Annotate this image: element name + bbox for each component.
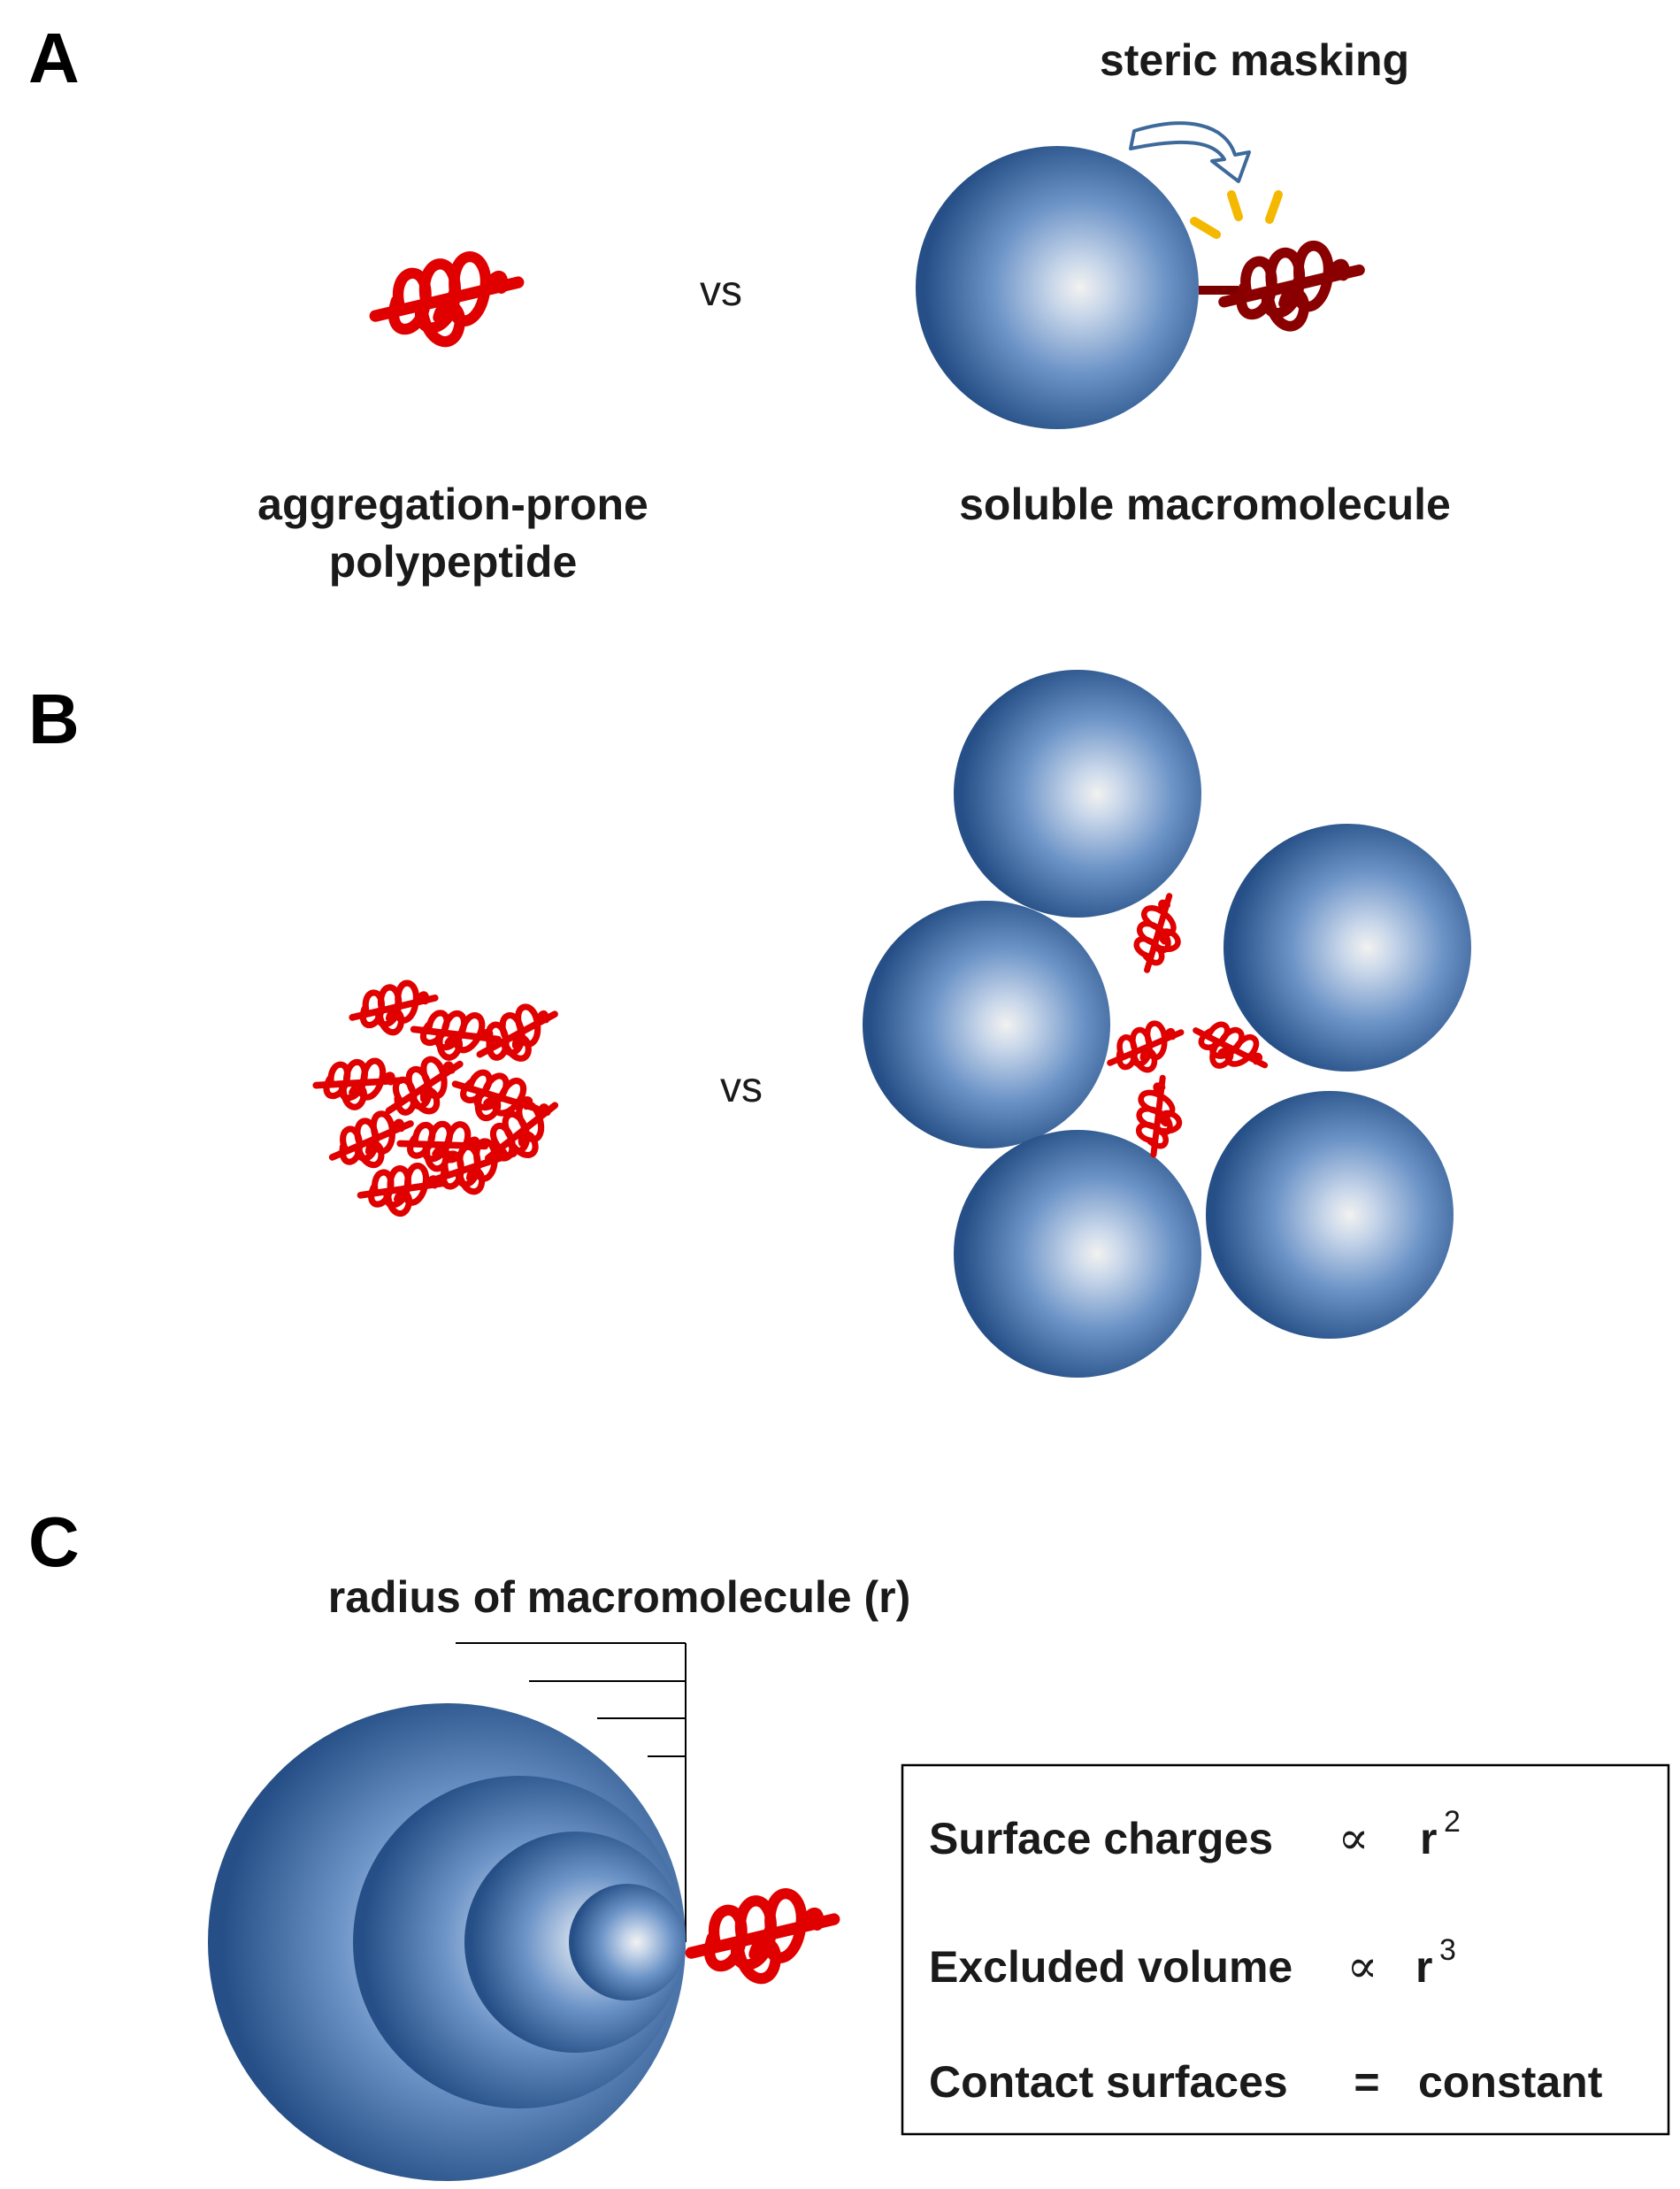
radius-label: radius of macromolecule (r) [328, 1572, 911, 1622]
crowder-sphere-left [863, 901, 1110, 1148]
relation-1-exponent: 2 [1444, 1805, 1461, 1839]
steric-masking-arrow-icon [1129, 121, 1251, 183]
relation-3-rhs: constant [1418, 2057, 1603, 2107]
panel-a: A vs steric masking aggregation-prone po… [28, 19, 1451, 587]
relation-1-lhs: Surface charges [929, 1814, 1273, 1863]
aggregation-prone-label-line2: polypeptide [329, 537, 578, 587]
panel-b-letter: B [28, 680, 80, 758]
relation-contact-surfaces: Contact surfaces = constant [929, 2057, 1603, 2107]
panel-b-vs-text: vs [720, 1064, 763, 1111]
aggregation-prone-label-line1: aggregation-prone [257, 480, 648, 529]
scaling-relations-box [901, 1763, 1670, 2136]
proportional-symbol-1: ∝ [1338, 1812, 1369, 1865]
relation-surface-charges: Surface charges ∝ r 2 [929, 1805, 1461, 1865]
equals-symbol: = [1354, 2057, 1379, 2107]
panel-a-letter: A [28, 19, 80, 97]
panel-c: C radius of macromolecule (r) Surface ch… [28, 1502, 1670, 2181]
steric-masking-label: steric masking [1100, 35, 1409, 85]
masking-rays [1190, 190, 1283, 239]
crowding-spheres [863, 670, 1471, 1378]
free-polypeptide-a [375, 257, 518, 342]
nested-spheres [208, 1703, 686, 2181]
crowder-sphere-bottom-left [954, 1130, 1201, 1378]
relation-2-lhs: Excluded volume [929, 1942, 1293, 1992]
proportional-symbol-2: ∝ [1346, 1940, 1377, 1993]
crowder-sphere-bottom-right [1206, 1091, 1454, 1339]
relation-1-rhs: r [1420, 1814, 1437, 1863]
soluble-macromolecule-label: soluble macromolecule [959, 480, 1451, 529]
panel-a-vs-text: vs [700, 268, 742, 315]
sphere-size-4 [569, 1884, 686, 2001]
relation-3-lhs: Contact surfaces [929, 2057, 1288, 2107]
panel-c-letter: C [28, 1502, 80, 1581]
crowder-sphere-right [1224, 824, 1471, 1071]
masked-polypeptide [1224, 246, 1360, 326]
crowder-sphere-top [954, 670, 1201, 918]
soluble-macromolecule-sphere [916, 146, 1199, 429]
bound-polypeptide-c [691, 1893, 834, 1978]
relation-2-rhs: r [1415, 1942, 1432, 1992]
relation-2-exponent: 3 [1439, 1933, 1456, 1967]
polypeptide-aggregate [313, 983, 569, 1217]
relation-excluded-volume: Excluded volume ∝ r 3 [929, 1933, 1456, 1993]
panel-b: B vs [28, 670, 1471, 1378]
radius-scale-ticks [456, 1642, 687, 1942]
